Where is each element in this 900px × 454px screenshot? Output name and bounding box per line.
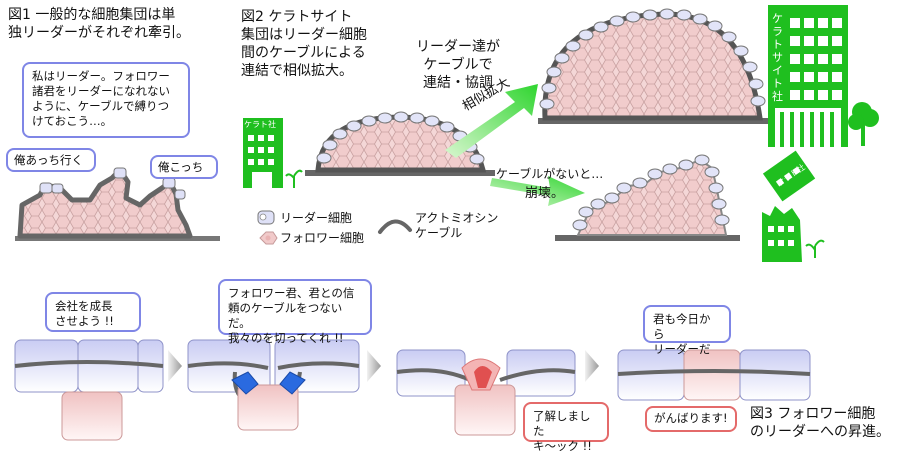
fig3-bubble-cable: フォロワー君、君との信 頼のケーブルをつないだ。 我々のを切ってくれ !!: [218, 279, 372, 345]
fig3-bubble-kick: 了解しました キ〜ック !!: [523, 402, 609, 453]
fig2-caption: 図2 ケラトサイト 集団はリーダー細胞 間のケーブルによる 連結で相似拡大。: [241, 9, 367, 79]
fig3-panel-4: [617, 349, 811, 401]
fig2-substrate-collapsed: [555, 235, 740, 241]
fig1-left-speech-bubble: 俺あっち行く: [6, 148, 96, 172]
fig3-arrow-1: [168, 350, 182, 382]
fig2-collapsed-mass: [555, 154, 740, 241]
fig3-bubble-grow: 会社を成長 させよう !!: [45, 292, 141, 332]
legend-cable-icon: [378, 219, 412, 234]
fig1-leader-speech-bubble: 私はリーダー。フォロワー 諸君をリーダーになれない ように、ケーブルで縛りつ け…: [22, 62, 190, 138]
fig2-building-collapsed: [762, 150, 825, 262]
fig2-arrow-top-text: リーダー達が ケーブルで 連結・協調: [416, 39, 500, 91]
legend-follower-label: フォロワー細胞: [280, 231, 365, 245]
fig3-panel-2: [187, 339, 360, 431]
legend-follower-icon: [259, 231, 278, 245]
fig3-caption: 図3 フォロワー細胞 のリーダーへの昇進。: [750, 406, 890, 440]
fig3-panel-3: [396, 349, 576, 436]
fig1-caption: 図1 一般的な細胞集団は単 独リーダーがそれぞれ牽引。: [8, 7, 190, 41]
fig3-arrow-3: [585, 350, 599, 382]
fig2-small-dome: [305, 111, 495, 176]
fig2-arrow-bottom-label: 崩壊。: [525, 186, 565, 201]
fig1-cell-mass: [15, 167, 220, 241]
fig3-bubble-ganbarimasu: がんばります!: [645, 406, 737, 432]
fig2-building-big: [768, 5, 879, 147]
fig2-arrow-collapse: [490, 176, 585, 206]
fig2-big-dome: [538, 8, 768, 124]
fig3-bubble-promote: 君も今日から リーダーだ: [643, 305, 731, 356]
legend-cable-label: アクトミオシン ケーブル: [415, 211, 499, 240]
fig2-arrow-bottom-text: ケーブルがないと…: [496, 167, 604, 181]
fig2-arrow-expand: [445, 84, 538, 158]
fig2-building-small: [243, 118, 303, 188]
fig1-right-speech-bubble: 俺こっち: [150, 155, 218, 179]
fig2-substrate-big: [538, 118, 768, 124]
fig3-arrow-2: [367, 350, 381, 382]
fig2-building-small-sign: ケラト社: [244, 120, 276, 129]
fig2-building-big-sign: ケラトサイト社: [772, 12, 783, 103]
fig2-substrate-small: [305, 170, 495, 176]
legend-leader-label: リーダー細胞: [280, 211, 353, 225]
fig3-panel-1: [14, 339, 164, 441]
legend-leader-icon: [257, 210, 275, 225]
